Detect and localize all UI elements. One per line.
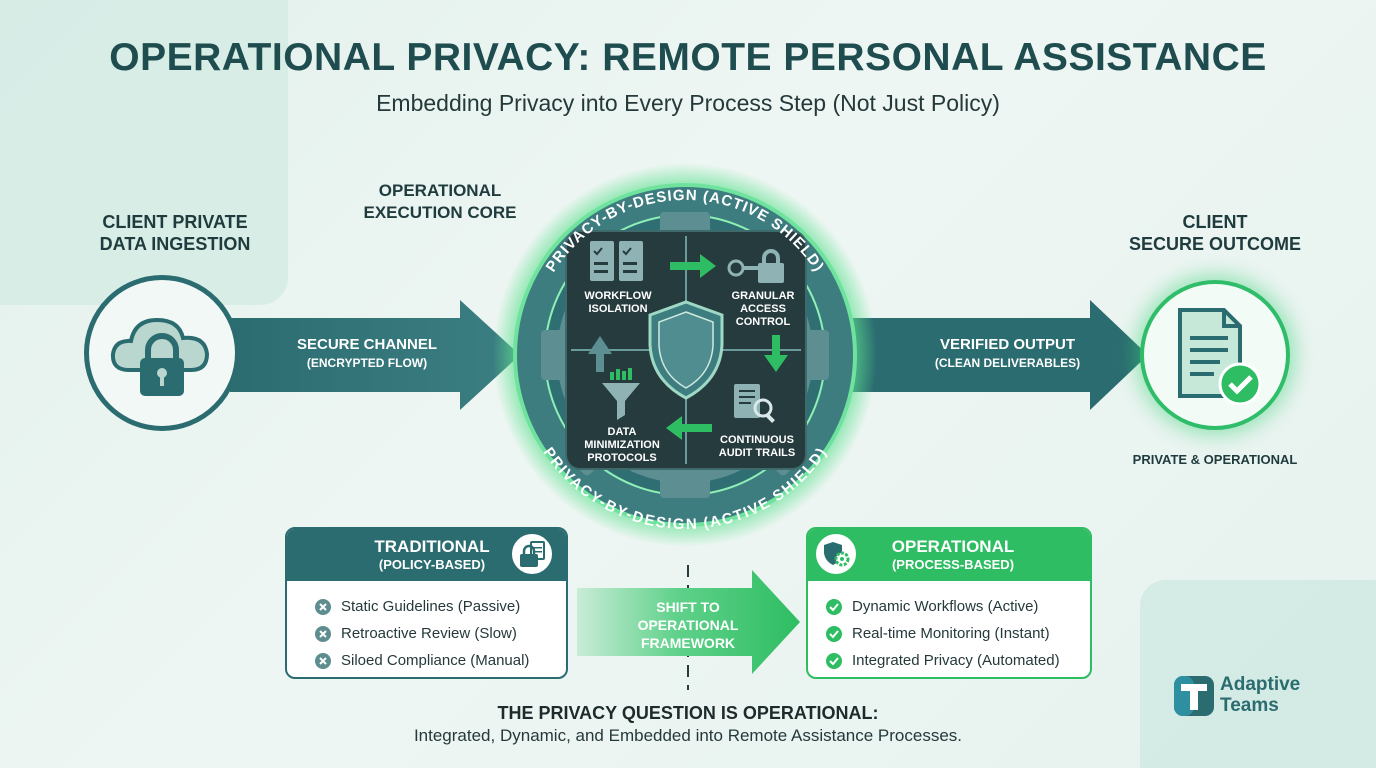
operational-list: Dynamic Workflows (Active) Real-time Mon…	[826, 593, 1060, 674]
operational-subtitle: (PROCESS-BASED)	[891, 557, 1015, 572]
cycle-arrow-right	[670, 254, 716, 278]
traditional-subtitle: (POLICY-BASED)	[378, 557, 486, 572]
page-subtitle: Embedding Privacy into Every Process Ste…	[376, 90, 1000, 116]
traditional-title: TRADITIONAL	[374, 537, 490, 556]
shift-framework-label: SHIFT TO OPERATIONAL FRAMEWORK	[637, 599, 739, 651]
logo-mark-icon	[1174, 676, 1214, 716]
operational-title: OPERATIONAL	[891, 537, 1015, 556]
check-circle-icon	[826, 625, 842, 642]
background-panel-top-left	[0, 0, 288, 305]
client-data-cloud-lock	[84, 275, 240, 431]
policy-lock-icon	[510, 532, 554, 576]
list-item: Integrated Privacy (Automated)	[826, 647, 1060, 674]
secure-channel-label: SECURE CHANNEL (ENCRYPTED FLOW)	[296, 336, 437, 370]
shield-gear-icon	[814, 532, 858, 576]
list-item: Retroactive Review (Slow)	[315, 620, 529, 647]
checklist-icon	[590, 241, 643, 281]
client-data-ingestion-label: CLIENT PRIVATE DATA INGESTION	[99, 212, 251, 254]
cloud-lock-icon	[110, 317, 210, 396]
execution-core-label: OPERATIONAL EXECUTION CORE	[363, 181, 517, 222]
operational-panel-header: OPERATIONAL (PROCESS-BASED)	[808, 529, 1090, 581]
privacy-question-statement: Integrated, Dynamic, and Embedded into R…	[413, 726, 963, 745]
list-item: Real-time Monitoring (Instant)	[826, 620, 1060, 647]
list-item: Static Guidelines (Passive)	[315, 593, 529, 620]
shift-arrow	[577, 570, 800, 674]
audit-document-icon	[734, 384, 775, 423]
cycle-arrow-left	[666, 416, 712, 440]
x-circle-icon	[315, 625, 331, 642]
cycle-arrow-down	[764, 335, 788, 372]
operational-panel: OPERATIONAL (PROCESS-BASED) Dynamic Work…	[806, 527, 1092, 679]
list-item: Dynamic Workflows (Active)	[826, 593, 1060, 620]
shield-icon	[648, 300, 724, 400]
check-circle-icon	[826, 598, 842, 615]
verified-document-icon	[1178, 308, 1262, 406]
client-secure-outcome-label: CLIENT SECURE OUTCOME	[1128, 212, 1301, 254]
funnel-icon	[602, 368, 640, 420]
traditional-list: Static Guidelines (Passive) Retroactive …	[315, 593, 529, 674]
cycle-arrow-up	[588, 336, 612, 372]
secure-outcome-document	[1140, 280, 1290, 430]
x-circle-icon	[315, 598, 331, 615]
logo-text: Adaptive Teams	[1220, 674, 1301, 716]
adaptive-teams-logo: Adaptive Teams	[1172, 674, 1332, 718]
secure-channel-arrow	[230, 300, 520, 410]
verified-output-arrow	[820, 300, 1148, 410]
list-item: Siloed Compliance (Manual)	[315, 647, 529, 674]
private-operational-label: PRIVATE & OPERATIONAL	[1132, 452, 1298, 467]
traditional-panel-header: TRADITIONAL (POLICY-BASED)	[287, 529, 566, 581]
key-lock-icon	[727, 249, 784, 283]
traditional-panel: TRADITIONAL (POLICY-BASED) Static Guidel…	[285, 527, 568, 679]
check-circle-icon	[826, 652, 842, 669]
privacy-question-heading: THE PRIVACY QUESTION IS OPERATIONAL:	[497, 703, 879, 723]
x-circle-icon	[315, 652, 331, 669]
verified-output-label: VERIFIED OUTPUT (CLEAN DELIVERABLES)	[934, 336, 1081, 370]
background-panel-bottom-right	[1140, 580, 1376, 768]
page-title: OPERATIONAL PRIVACY: REMOTE PERSONAL ASS…	[109, 36, 1267, 79]
